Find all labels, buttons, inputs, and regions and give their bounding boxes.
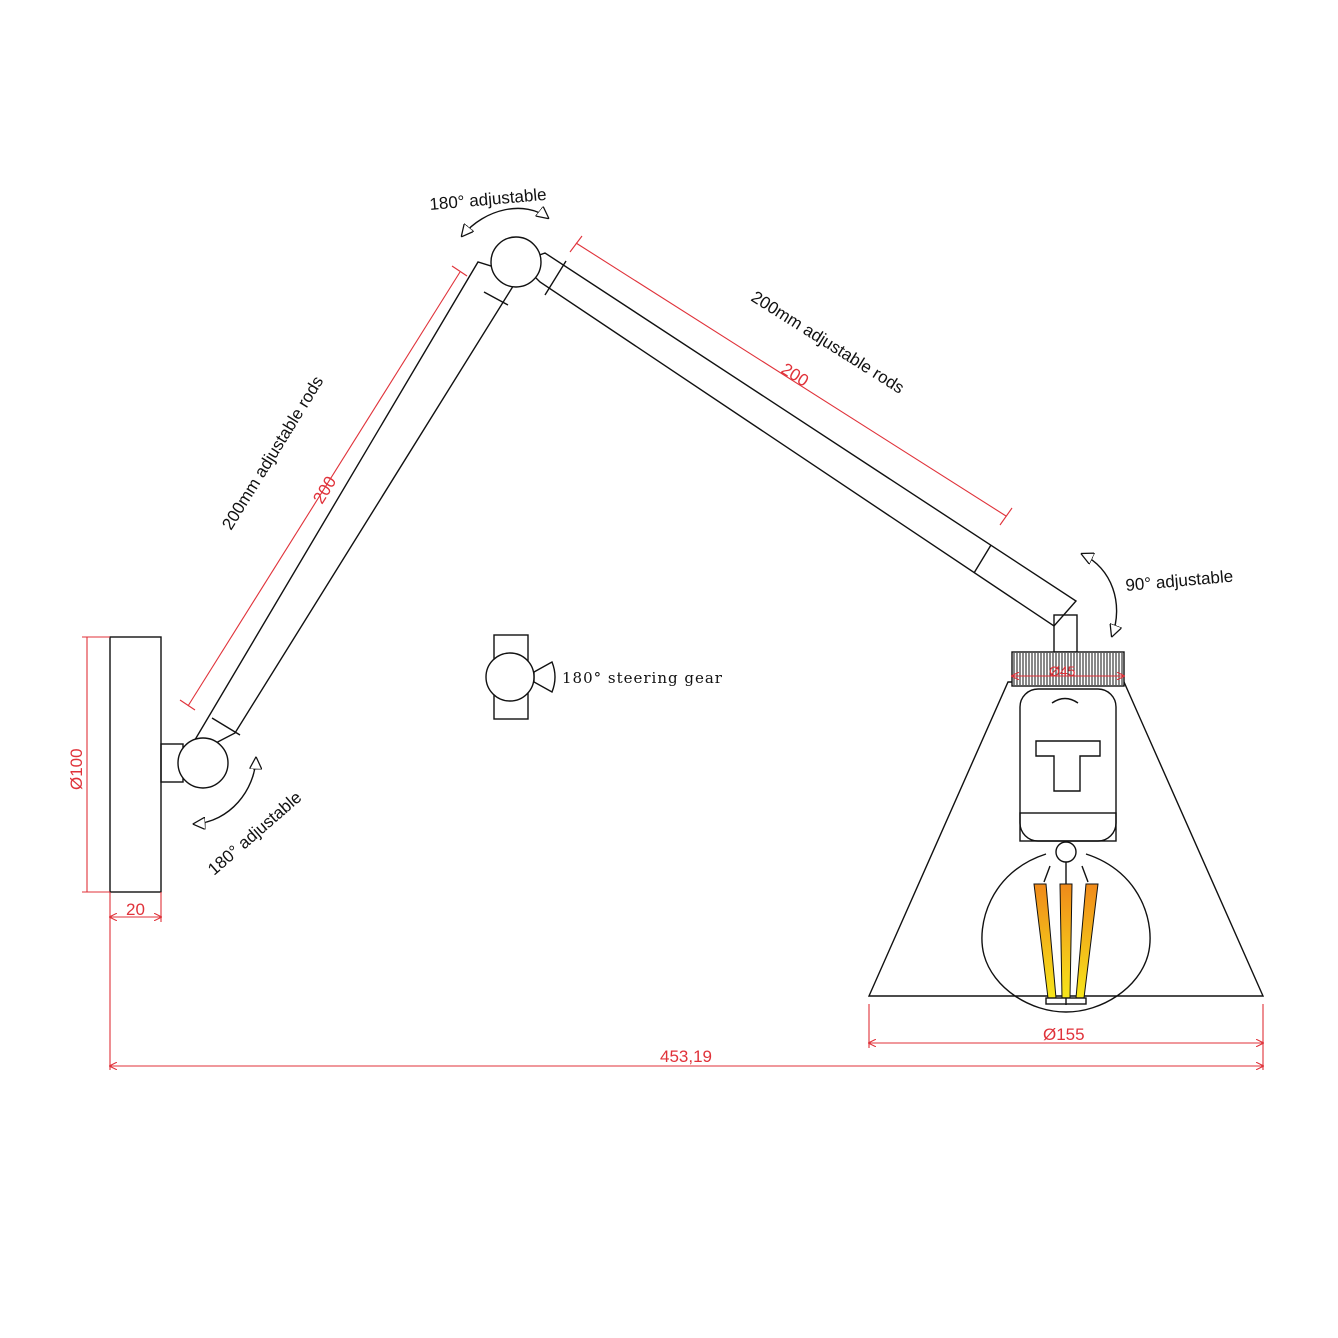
light-bulb-glass	[981, 853, 1151, 1013]
right-rod-segment-line	[973, 544, 992, 574]
base-diameter-dimension	[82, 636, 110, 893]
rod-right-dimension	[569, 235, 1013, 526]
top-joint	[490, 236, 542, 288]
shade-diameter-dimension	[869, 1004, 1263, 1070]
base-joint-rotation-arrow	[194, 758, 256, 824]
rod-right-label: 200mm adjustable rods	[748, 287, 908, 397]
steering-gear-detail	[485, 634, 556, 720]
bulb-stem-knob	[1055, 841, 1077, 863]
socket-diameter-value: Ø45	[1049, 663, 1076, 679]
base-diameter-value: Ø100	[67, 748, 86, 790]
base-depth-dimension	[110, 892, 161, 1070]
filament-right	[1075, 883, 1099, 999]
base-joint-label: 180° adjustable	[204, 788, 305, 879]
wall-base-plate	[109, 636, 162, 893]
rod-right-dimension-value: 200	[778, 359, 812, 390]
left-rod-top-segment-line	[483, 291, 509, 306]
overall-width-value: 453,19	[660, 1047, 712, 1066]
head-joint-label: 90° adjustable	[1125, 567, 1234, 595]
right-rod	[518, 252, 1078, 627]
left-rod-segment-line	[211, 717, 241, 736]
base-joint	[177, 737, 229, 789]
top-joint-rotation-arrow	[462, 208, 548, 236]
base-depth-value: 20	[126, 900, 145, 919]
socket-lower-band	[1019, 812, 1117, 842]
filament-left	[1033, 883, 1057, 999]
right-rod-top-segment-line	[544, 260, 567, 296]
socket-top-tab	[1051, 697, 1079, 704]
socket-body	[1019, 688, 1117, 842]
head-rotation-arrow	[1082, 554, 1117, 636]
filament-center	[1059, 883, 1073, 999]
rod-left-dimension	[179, 265, 468, 711]
shade-diameter-value: Ø155	[1043, 1025, 1085, 1044]
bulb-base-contacts	[1045, 997, 1087, 1005]
steering-gear-label: 180° steering gear	[562, 669, 723, 687]
socket-slot	[1035, 740, 1101, 792]
